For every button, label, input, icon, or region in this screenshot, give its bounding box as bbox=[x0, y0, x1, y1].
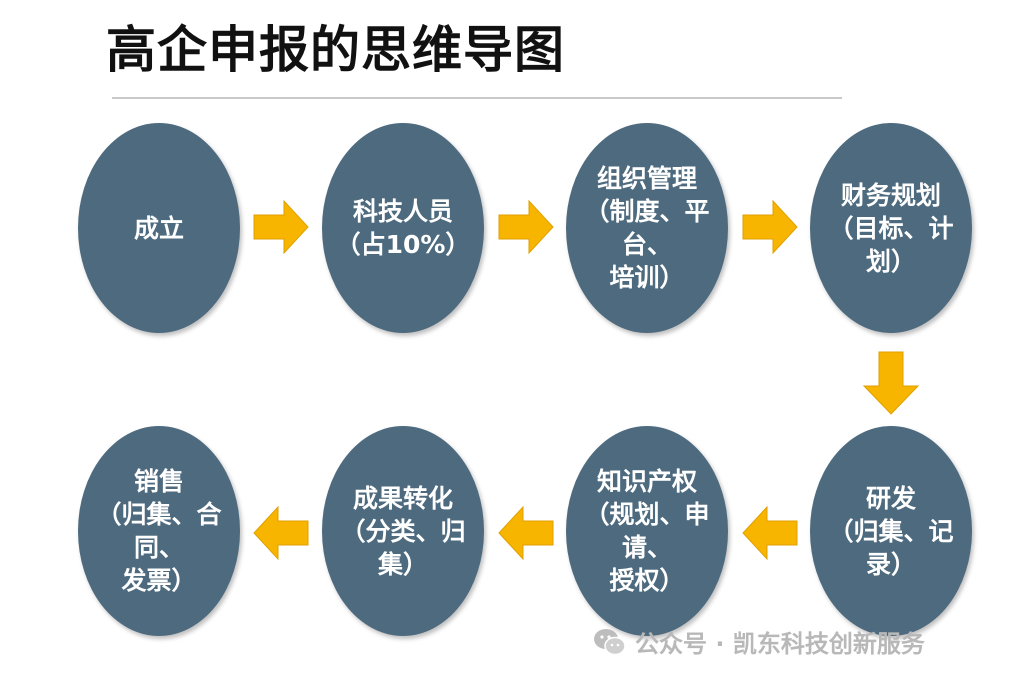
arrow-left-icon bbox=[498, 505, 554, 561]
node-establish: 成立 bbox=[78, 123, 240, 333]
arrow-right-icon bbox=[742, 199, 798, 255]
node-transfer-label: 成果转化 （分类、归集） bbox=[340, 483, 466, 579]
node-ip: 知识产权 （规划、申请、 授权） bbox=[566, 426, 728, 636]
node-finance: 财务规划 （目标、计划） bbox=[810, 123, 972, 333]
node-establish-label: 成立 bbox=[133, 213, 184, 243]
arrow-left-icon bbox=[253, 505, 309, 561]
diagram-title: 高企申报的思维导图 bbox=[106, 21, 565, 79]
node-organization-label: 组织管理 （制度、平台、 培训） bbox=[584, 164, 710, 292]
node-rd: 研发 （归集、记录） bbox=[810, 426, 972, 636]
watermark: 公众号 · 凯东科技创新服务 bbox=[593, 624, 925, 659]
node-organization: 组织管理 （制度、平台、 培训） bbox=[566, 123, 728, 333]
node-tech-staff: 科技人员 （占10%） bbox=[322, 123, 484, 333]
node-transfer: 成果转化 （分类、归集） bbox=[322, 426, 484, 636]
node-sales: 销售 （归集、合同、 发票） bbox=[78, 426, 240, 636]
arrow-left-icon bbox=[742, 505, 798, 561]
node-ip-label: 知识产权 （规划、申请、 授权） bbox=[584, 467, 710, 595]
node-sales-label: 销售 （归集、合同、 发票） bbox=[96, 467, 222, 595]
wechat-icon bbox=[594, 628, 626, 655]
arrow-right-icon bbox=[253, 199, 309, 255]
node-rd-label: 研发 （归集、记录） bbox=[828, 483, 954, 579]
title-divider bbox=[112, 97, 842, 99]
node-finance-label: 财务规划 （目标、计划） bbox=[828, 180, 954, 276]
arrow-down-icon bbox=[862, 351, 920, 415]
node-tech-staff-label: 科技人员 （占10%） bbox=[335, 197, 471, 259]
arrow-right-icon bbox=[498, 199, 554, 255]
watermark-text: 公众号 · 凯东科技创新服务 bbox=[635, 630, 925, 658]
